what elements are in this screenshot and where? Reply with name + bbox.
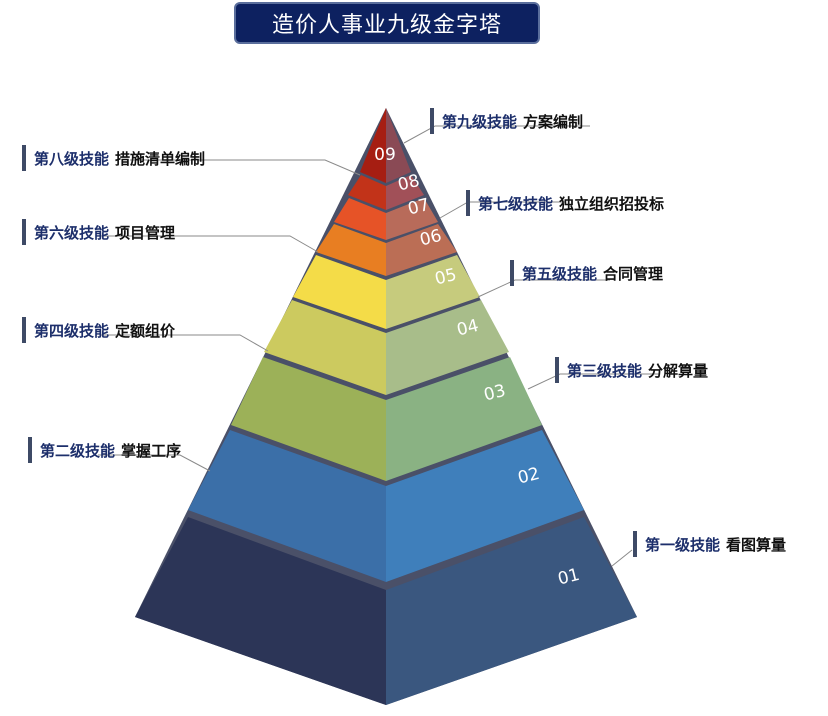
label-bar	[22, 145, 26, 171]
layer-04-left-face	[264, 300, 386, 395]
leader-line	[611, 549, 633, 567]
skill-name: 看图算量	[726, 535, 787, 554]
layer-09-left-face	[360, 108, 386, 183]
leader-line	[527, 373, 660, 390]
layer-number: 09	[374, 145, 396, 165]
layer-06-left-face	[316, 224, 386, 276]
label-bar	[22, 219, 26, 245]
level-name: 第五级技能	[522, 264, 598, 283]
layer-07-right-face	[386, 198, 438, 240]
level-label-05: 第五级技能合同管理	[510, 260, 663, 286]
page-title: 造价人事业九级金字塔	[234, 2, 540, 44]
label-bar	[430, 108, 434, 134]
level-label-07: 第七级技能独立组织招投标	[466, 190, 664, 216]
layer-04-right-face	[386, 300, 509, 395]
layer-03-right-face	[386, 357, 542, 481]
leader-line	[100, 334, 269, 352]
leader-line	[403, 125, 590, 144]
label-bar	[466, 190, 470, 216]
layer-06-right-face	[386, 224, 457, 276]
skill-name: 定额组价	[115, 321, 176, 340]
level-label-06: 第六级技能项目管理	[22, 219, 175, 245]
level-label-04: 第四级技能定额组价	[22, 317, 175, 343]
level-label-01: 第一级技能看图算量	[633, 531, 786, 557]
layer-09-right-face	[386, 108, 411, 183]
level-name: 第九级技能	[442, 112, 518, 131]
level-name: 第四级技能	[34, 321, 110, 340]
skill-name: 方案编制	[523, 112, 584, 131]
label-bar	[633, 531, 637, 557]
leader-line	[477, 279, 610, 298]
leader-line	[130, 159, 361, 176]
level-name: 第三级技能	[567, 361, 643, 380]
level-label-03: 第三级技能分解算量	[555, 357, 708, 383]
layer-02-left-face	[188, 430, 386, 582]
leader-line	[100, 235, 319, 253]
layer-01-left-face	[135, 517, 386, 705]
level-name: 第一级技能	[645, 535, 721, 554]
layer-05-right-face	[386, 255, 480, 329]
skill-name: 掌握工序	[121, 441, 182, 460]
layer-01-right-face	[386, 517, 637, 705]
level-name: 第六级技能	[34, 223, 110, 242]
level-label-08: 第八级技能措施清单编制	[22, 145, 205, 171]
skill-name: 措施清单编制	[115, 149, 206, 168]
layer-08-right-face	[386, 175, 424, 210]
skill-name: 项目管理	[115, 223, 176, 242]
layer-07-left-face	[334, 198, 386, 240]
layer-08-left-face	[348, 175, 386, 210]
layer-02-right-face	[386, 430, 584, 582]
skill-name: 分解算量	[648, 361, 709, 380]
level-name: 第七级技能	[478, 194, 554, 213]
layer-05-left-face	[293, 255, 386, 329]
label-bar	[22, 317, 26, 343]
level-label-09: 第九级技能方案编制	[430, 108, 583, 134]
skill-name: 合同管理	[603, 264, 664, 283]
label-bar	[510, 260, 514, 286]
level-label-02: 第二级技能掌握工序	[28, 437, 181, 463]
level-name: 第八级技能	[34, 149, 110, 168]
label-bar	[28, 437, 32, 463]
level-name: 第二级技能	[40, 441, 116, 460]
label-bar	[555, 357, 559, 383]
leader-line	[98, 454, 211, 472]
layer-03-left-face	[231, 357, 386, 481]
skill-name: 独立组织招投标	[559, 194, 665, 213]
